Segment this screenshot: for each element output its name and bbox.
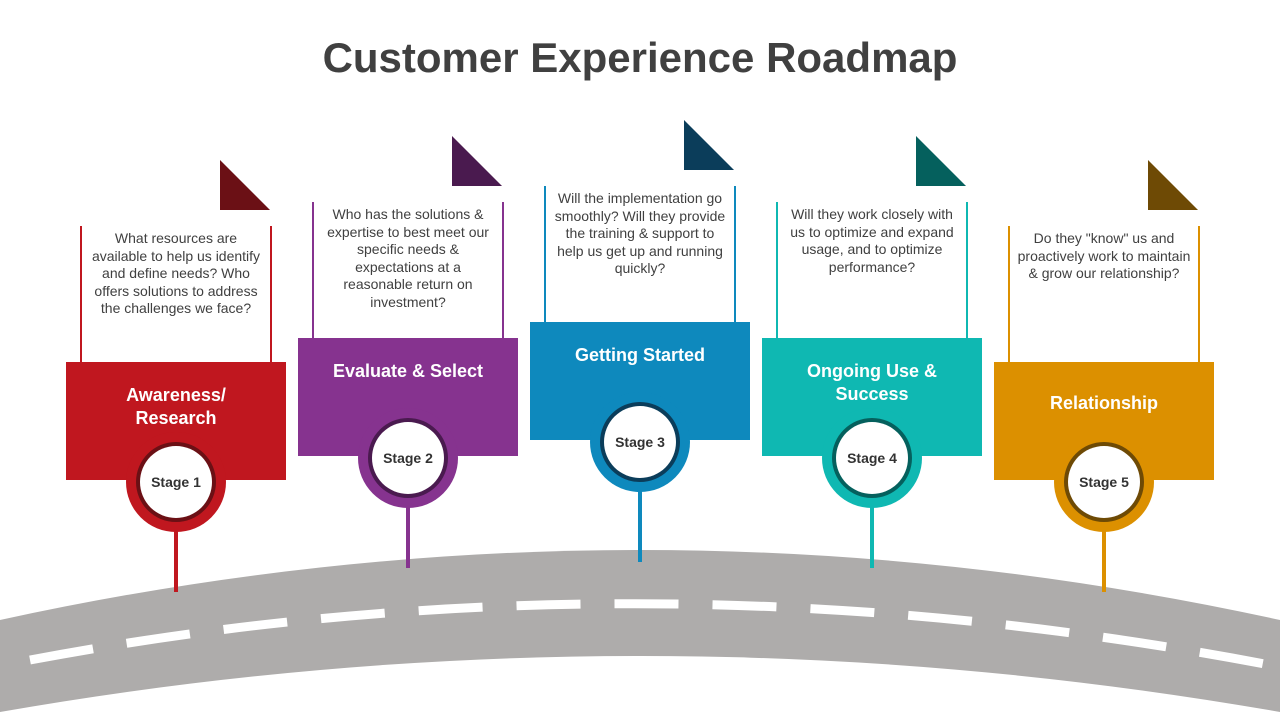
- stage-question: What resources are available to help us …: [91, 230, 261, 316]
- stage-question: Will they work closely with us to optimi…: [790, 206, 954, 275]
- stage-question: Do they "know" us and proactively work t…: [1017, 230, 1191, 281]
- stage-pole: [1102, 522, 1106, 592]
- page-fold-icon: [452, 136, 502, 186]
- stage-badge: Stage 3: [604, 406, 676, 478]
- stage-label: Evaluate & Select: [332, 361, 484, 381]
- page-fold-icon: [916, 136, 966, 186]
- stage-badge: Stage 5: [1068, 446, 1140, 518]
- road-center-dashes: [29, 599, 1271, 670]
- stage-question: Will the implementation go smoothly? Wil…: [554, 190, 726, 276]
- road-lower-edge: [0, 656, 1280, 720]
- stage-1: What resources are available to help us …: [66, 0, 286, 720]
- stage-pole: [870, 498, 874, 568]
- stage-pole: [638, 482, 642, 562]
- stage-question: Who has the solutions & expertise to bes…: [327, 206, 489, 310]
- stage-2: Who has the solutions & expertise to bes…: [298, 0, 518, 720]
- stage-badge: Stage 1: [140, 446, 212, 518]
- stage-3: Will the implementation go smoothly? Wil…: [530, 0, 750, 720]
- page-fold-icon: [1148, 160, 1198, 210]
- stage-label: Awareness/ Research: [126, 385, 226, 428]
- stage-pole: [174, 522, 178, 592]
- stage-label: Ongoing Use & Success: [807, 361, 937, 404]
- stage-badge: Stage 4: [836, 422, 908, 494]
- stage-label: Getting Started: [574, 345, 705, 365]
- page-fold-icon: [220, 160, 270, 210]
- page-fold-icon: [684, 120, 734, 170]
- stage-5: Do they "know" us and proactively work t…: [994, 0, 1214, 720]
- stage-label: Relationship: [1049, 393, 1158, 413]
- page-title: Customer Experience Roadmap: [322, 34, 958, 81]
- stage-panel: Getting Started: [530, 322, 750, 440]
- stage-pole: [406, 498, 410, 568]
- stage-badge: Stage 2: [372, 422, 444, 494]
- stage-4: Will they work closely with us to optimi…: [762, 0, 982, 720]
